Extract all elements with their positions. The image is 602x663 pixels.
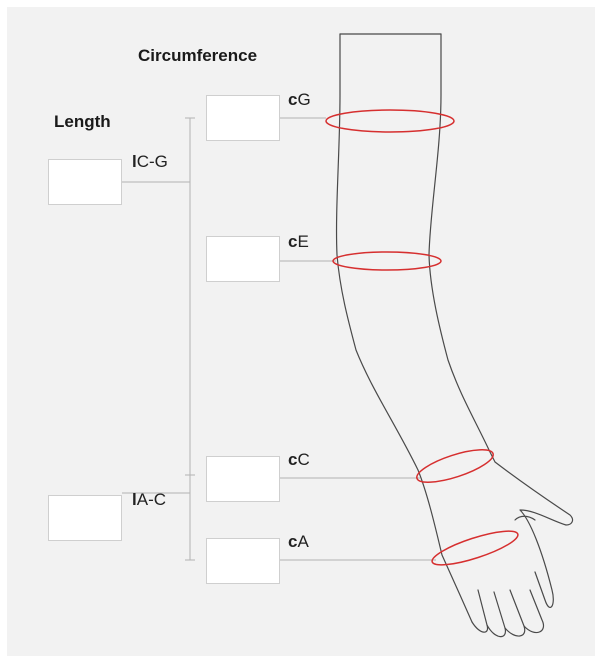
ring-cG xyxy=(325,109,455,133)
measurement-rings xyxy=(325,109,519,566)
arm-outline xyxy=(335,33,574,638)
circumference-ce-input[interactable] xyxy=(206,236,280,282)
length-heading: Length xyxy=(54,112,111,131)
circumference-ce-label: cE xyxy=(288,232,309,251)
length-cg-input[interactable] xyxy=(48,159,122,205)
length-ac-label: lA-C xyxy=(132,490,167,509)
ring-cA xyxy=(431,530,519,566)
circumference-cc-label: cC xyxy=(288,450,310,469)
length-ac-input[interactable] xyxy=(48,495,122,541)
circumference-cc-input[interactable] xyxy=(206,456,280,502)
length-cg-label: lC-G xyxy=(132,152,168,171)
length-ruler xyxy=(185,117,195,561)
ring-cE xyxy=(332,251,442,271)
circumference-cg-input[interactable] xyxy=(206,95,280,141)
circumference-heading: Circumference xyxy=(138,46,258,65)
circumference-ca-input[interactable] xyxy=(206,538,280,584)
leader-lines xyxy=(122,117,436,561)
ring-cC xyxy=(416,449,494,483)
circumference-cg-label: cG xyxy=(288,90,311,109)
diagram-panel xyxy=(7,7,595,656)
circumference-ca-label: cA xyxy=(288,532,309,551)
